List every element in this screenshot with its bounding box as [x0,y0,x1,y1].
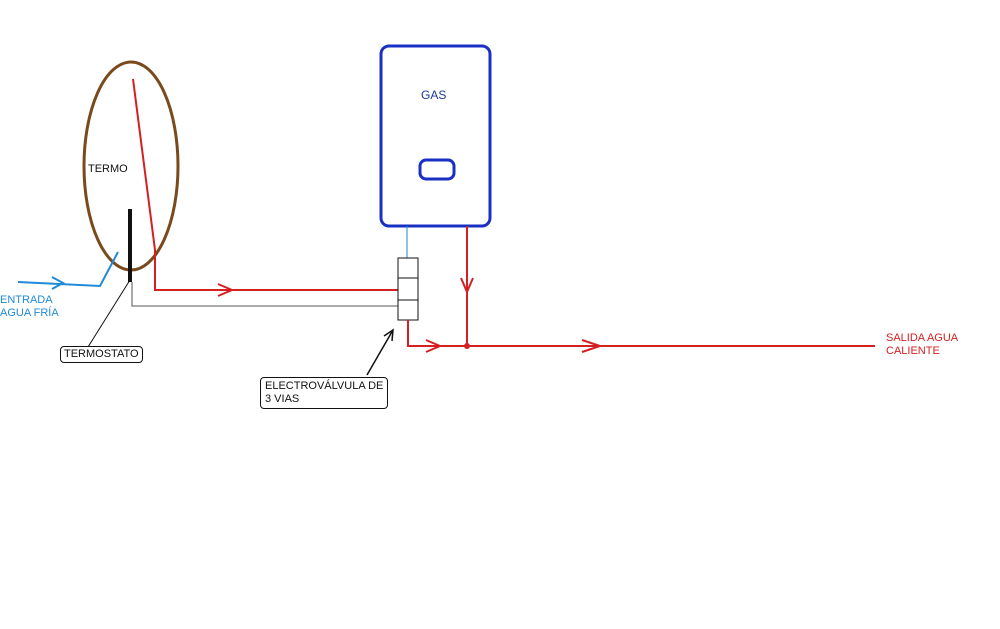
entrada-agua-fria-label: ENTRADA AGUA FRÍA [0,294,59,320]
valve-outlet-arrow [425,339,443,353]
gas-boiler [379,44,492,228]
electrovalvula-body [397,257,419,321]
electrovalvula-leader-arrowhead [383,328,394,342]
cold-water-inlet-pipe [17,251,119,288]
thermostat-signal-line [131,282,398,307]
hot-pipe-termo-outlet [132,78,398,291]
junction-dot [464,343,470,349]
entrada-label-line2: AGUA FRÍA [0,307,59,319]
salida-label-line2: CALIENTE [886,345,940,357]
flow-arrow-termo [217,283,235,297]
termo-label: TERMO [88,163,128,175]
termostato-leader [87,279,131,348]
gas-label: GAS [421,88,447,102]
gas-boiler-display [418,158,456,181]
electrovalvula-label-line2: 3 VIAS [265,393,300,405]
hot-outlet-arrow [581,339,604,353]
electrovalvula-label-line1: ELECTROVÁLVULA DE [265,380,384,392]
cold-water-inlet-arrow [51,276,66,290]
salida-agua-caliente-label: SALIDA AGUA CALIENTE [886,332,958,358]
salida-label-line1: SALIDA AGUA [886,332,959,344]
electrovalvula-leader [366,329,394,376]
boiler-outlet-arrow [460,277,474,295]
valve-outlet-pipe [407,320,875,347]
termostato-label: TERMOSTATO [60,346,143,363]
electrovalvula-label: ELECTROVÁLVULA DE 3 VIAS [260,377,389,409]
entrada-label-line1: ENTRADA [0,294,53,306]
